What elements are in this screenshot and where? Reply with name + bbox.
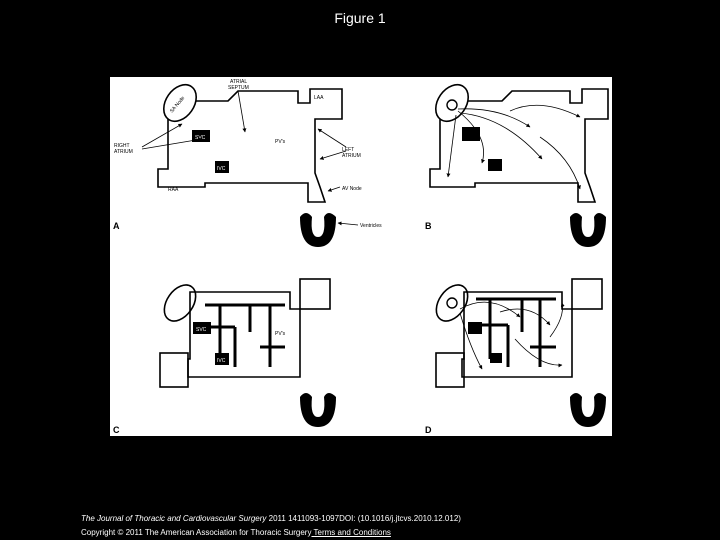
citation: The Journal of Thoracic and Cardiovascul… bbox=[81, 514, 461, 523]
av-node-label: AV Node bbox=[342, 186, 362, 192]
panel-a-label: A bbox=[113, 221, 120, 231]
ivc-label-c: IVC bbox=[217, 358, 226, 364]
figure-image: SA Node ATRIAL SEPTUM LAA RIGHT ATRIUM S… bbox=[110, 77, 612, 436]
laa-label: LAA bbox=[314, 95, 324, 101]
panel-c-label: C bbox=[113, 425, 120, 435]
panel-d-label: D bbox=[425, 425, 432, 435]
copyright: Copyright © 2011 The American Associatio… bbox=[81, 528, 391, 537]
atrial-septum-label-line2: SEPTUM bbox=[228, 85, 249, 91]
atrial-septum-label-line1: ATRIAL bbox=[230, 79, 247, 85]
ventricles-shape bbox=[300, 213, 336, 247]
panel-a: SA Node ATRIAL SEPTUM LAA RIGHT ATRIUM S… bbox=[113, 79, 382, 247]
ivc-label: IVC bbox=[217, 166, 226, 172]
left-atrium-label-line2: ATRIUM bbox=[342, 153, 361, 159]
left-atrium-label-line1: LEFT bbox=[342, 147, 354, 153]
right-atrium-label-line2: ATRIUM bbox=[114, 149, 133, 155]
sa-node-star bbox=[446, 99, 458, 111]
panel-b: B bbox=[425, 83, 609, 247]
slide-title: Figure 1 bbox=[334, 10, 386, 26]
svc-box bbox=[192, 130, 210, 142]
raa-label: RAA bbox=[168, 187, 179, 193]
right-atrium-label-line1: RIGHT bbox=[114, 143, 130, 149]
copyright-text: Copyright © 2011 The American Associatio… bbox=[81, 528, 312, 537]
citation-details: 2011 1411093-1097DOI: (10.1016/j.jtcvs.2… bbox=[266, 514, 461, 523]
ventricles-label: Ventricles bbox=[360, 223, 382, 229]
terms-link[interactable]: Terms and Conditions bbox=[311, 528, 391, 537]
pvs-label: PV's bbox=[275, 139, 286, 145]
sa-node-oval bbox=[162, 83, 198, 123]
panel-b-label: B bbox=[425, 221, 432, 231]
svc-label-c: SVC bbox=[196, 327, 207, 333]
ivc-box bbox=[215, 161, 229, 173]
panel-c: SVC IVC PV's C bbox=[113, 278, 336, 435]
journal-name: The Journal of Thoracic and Cardiovascul… bbox=[81, 514, 267, 523]
panel-d: D bbox=[425, 278, 606, 435]
pvs-label-c: PV's bbox=[275, 331, 286, 337]
